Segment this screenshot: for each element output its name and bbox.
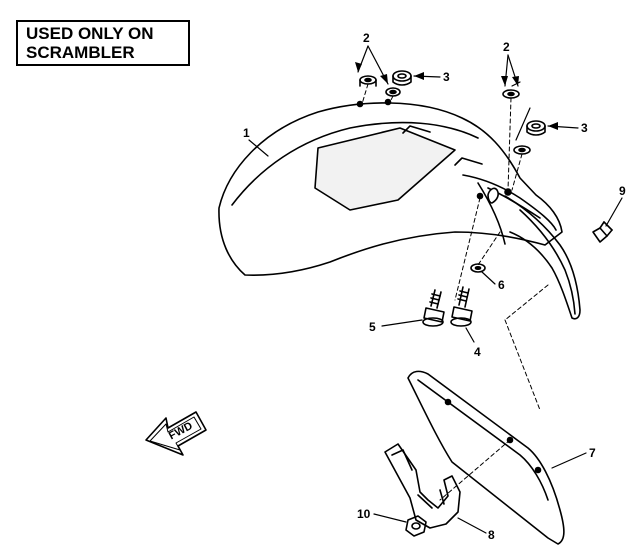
callout-3a: 3 [443,70,450,84]
callout-9: 9 [619,184,626,198]
callout-10: 10 [357,507,371,521]
washer-6 [470,263,486,273]
callout-5: 5 [369,320,376,334]
fwd-arrow [145,411,207,456]
leader-arrowheads [355,62,558,130]
nut-10 [405,515,427,537]
screw-9 [592,221,613,243]
front-fender [218,98,581,320]
washer-2c [502,89,520,99]
callout-7: 7 [589,446,596,460]
alignment-lines [361,83,549,501]
callout-1: 1 [243,126,250,140]
callout-2a: 2 [363,31,370,45]
scrambler-note-box: USED ONLY ON SCRAMBLER [16,20,190,66]
callout-6: 6 [498,278,505,292]
nut-3b [526,120,546,136]
number-plate [407,370,565,545]
washer-2d [513,145,531,155]
washer-2b [385,87,401,97]
callout-2b: 2 [503,40,510,54]
nut-3a [392,70,412,86]
callout-8: 8 [488,528,495,542]
callout-4: 4 [474,345,481,359]
bolt-4 [450,286,473,327]
note-line-1: USED ONLY ON [26,24,154,43]
bolt-5 [422,289,445,327]
callout-3b: 3 [581,121,588,135]
note-line-2: SCRAMBLER [26,43,135,62]
bracket-8 [384,443,461,529]
